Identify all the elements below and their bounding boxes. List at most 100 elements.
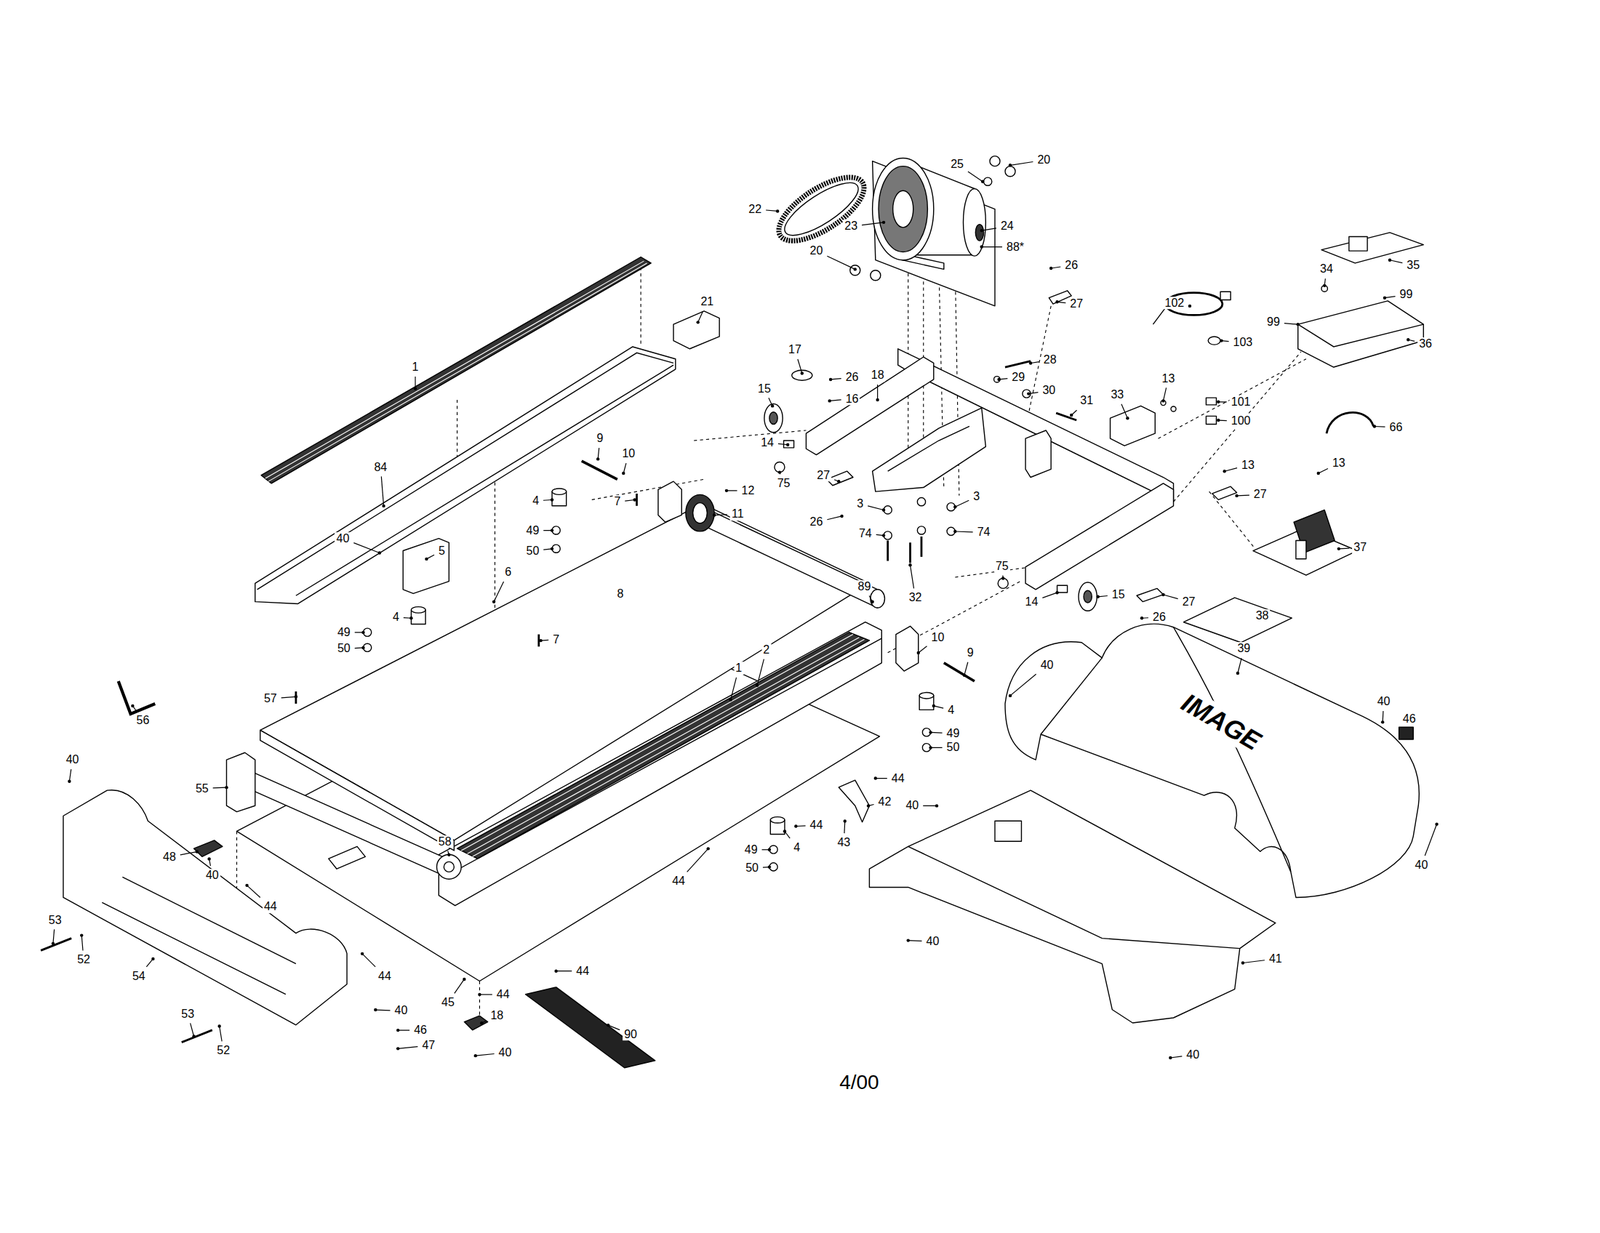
fastener-dot [935, 804, 939, 808]
fastener-dot [1140, 616, 1144, 620]
leader-line [757, 659, 764, 686]
fastener-dot [245, 884, 248, 888]
leader-line [687, 848, 709, 872]
callout-number: 42 [877, 795, 894, 809]
leader-line [479, 994, 492, 995]
leader-line [281, 696, 296, 699]
fastener-dot [776, 209, 779, 213]
leader-line [1010, 674, 1037, 696]
rear-cover [122, 877, 296, 964]
fastener-dot [786, 443, 790, 447]
small-parts [770, 817, 785, 824]
assembly-line [640, 267, 642, 347]
callout-number: 49 [743, 843, 760, 857]
leader-line [1042, 592, 1057, 598]
leader-line [608, 1025, 620, 1031]
callout-number: 74 [976, 526, 992, 540]
frame [1057, 585, 1068, 593]
fastener-dot [728, 698, 732, 702]
fastener-dot [1317, 472, 1320, 475]
deck-assembly [437, 855, 462, 880]
deck-assembly [581, 461, 618, 480]
leader-line [981, 228, 997, 231]
leader-line [414, 376, 416, 390]
callout-number: 34 [1318, 263, 1335, 277]
fastener-dot [550, 528, 554, 532]
fastener-dot [217, 1024, 221, 1028]
callout-number: 11 [730, 507, 746, 521]
callout-number: 1 [733, 661, 744, 675]
callout-number: 26 [1151, 610, 1168, 624]
leader-line [1237, 495, 1250, 497]
callout-number: 10 [620, 448, 637, 462]
fastener-dot [492, 600, 496, 604]
leader-line [826, 256, 855, 270]
callout-number: 49 [336, 626, 352, 640]
deck-assembly [696, 504, 878, 608]
callout-number: 55 [194, 782, 211, 796]
rear-cover [101, 902, 286, 995]
frame [872, 408, 987, 492]
callout-number: 5 [437, 544, 447, 558]
callout-number: 27 [1068, 297, 1085, 311]
deck-assembly [457, 632, 870, 859]
leader-line [843, 821, 846, 834]
fastener-dot [794, 824, 798, 828]
callout-number: 44 [376, 970, 393, 984]
leader-line [1374, 426, 1386, 428]
callout-number: 3 [971, 490, 982, 504]
deck-assembly [461, 634, 854, 851]
callout-number: 24 [999, 220, 1016, 234]
fastener-dot [1337, 547, 1341, 551]
callout-number: 40 [924, 935, 941, 949]
leader-line [397, 1047, 418, 1050]
callout-number: 40 [1376, 696, 1392, 710]
callout-number: 6 [503, 565, 513, 579]
callout-number: 7 [551, 633, 561, 647]
callout-number: 15 [756, 382, 773, 396]
fastener-dot [621, 472, 625, 475]
leader-line [1237, 658, 1242, 674]
callout-number: 13 [1240, 458, 1256, 472]
callout-number: 26 [844, 370, 861, 384]
frame [886, 540, 889, 561]
leader-line [1224, 468, 1238, 472]
fastener-dot [1055, 591, 1059, 595]
leader-line [765, 210, 778, 211]
fastener-dot [1029, 361, 1032, 365]
upper-side-rail [673, 311, 720, 350]
callout-number: 4 [391, 610, 401, 624]
deck-assembly [472, 640, 865, 858]
leader-line [1389, 260, 1403, 264]
fastener-dot [130, 704, 134, 708]
small-parts [294, 691, 297, 704]
frame [805, 357, 934, 456]
fastener-dot [962, 674, 966, 678]
leader-line [1170, 1056, 1182, 1059]
drive-motor [962, 189, 986, 257]
fastener-dot [1434, 822, 1438, 826]
leader-line [213, 787, 227, 790]
leader-line [69, 769, 71, 782]
frame [1205, 397, 1216, 406]
leader-line [1162, 594, 1178, 600]
fastener-dot [882, 533, 886, 537]
upper-side-rail [402, 538, 449, 595]
frame [792, 370, 813, 381]
callout-number: 44 [495, 988, 512, 1002]
frame [1078, 582, 1097, 611]
leader-line [954, 530, 973, 533]
hood-base [908, 846, 1240, 949]
callout-number: 4 [792, 841, 802, 855]
fastener-dot [224, 786, 228, 790]
drive-motor [872, 161, 995, 307]
leader-line [381, 476, 384, 507]
fastener-dot [596, 457, 600, 461]
frame [1056, 413, 1077, 421]
callout-number: 40 [335, 532, 352, 546]
leader-line [1424, 824, 1437, 856]
callout-number: 45 [440, 996, 456, 1010]
fastener-dot [1008, 694, 1012, 698]
callout-number: 15 [1110, 588, 1127, 602]
